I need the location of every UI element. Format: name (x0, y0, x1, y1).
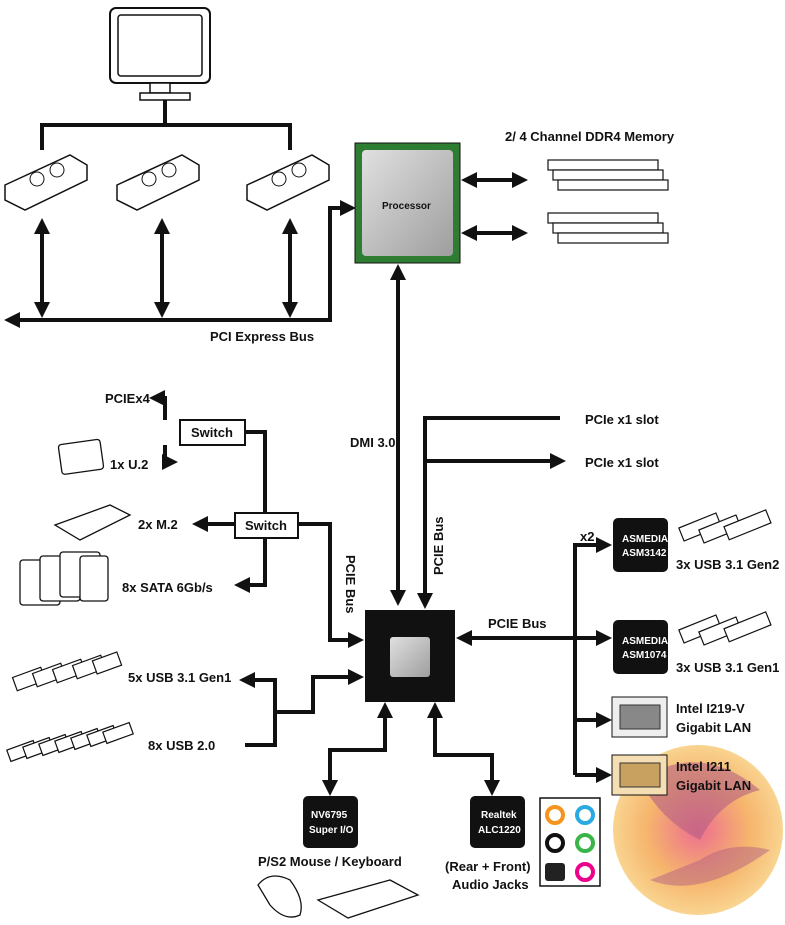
usb-gen1-label: 5x USB 3.1 Gen1 (128, 670, 231, 685)
chip-line2: ASM1074 (622, 650, 667, 661)
mouse-keyboard-icon (257, 875, 420, 919)
monitor-icon (109, 7, 211, 101)
audio-jack (575, 833, 595, 853)
lan1-type: Gigabit LAN (676, 720, 751, 735)
audio-jacks-icon (539, 797, 601, 887)
usb-stick-icons (6, 651, 134, 763)
audio-label-1: (Rear + Front) (445, 859, 531, 874)
pci-express-bus-label: PCI Express Bus (210, 329, 314, 344)
chip-line1: Realtek (481, 810, 517, 821)
pcie-slot-label: PCIe x1 slot (585, 412, 659, 427)
ethernet-port-icon (611, 696, 668, 738)
m2-label: 2x M.2 (138, 517, 178, 532)
audio-jack (545, 833, 565, 853)
pch-label: X299 PCH (385, 617, 432, 628)
x299-pch-chip: X299 PCH (365, 610, 455, 702)
switch-box (234, 512, 299, 539)
pcie-bus-label-right: PCIE Bus (488, 616, 547, 631)
x2-label: x2 (580, 529, 594, 544)
storage-device-icons (19, 438, 132, 606)
audio-jack (575, 862, 595, 882)
pcie-bus-label-top: PCIE Bus (431, 516, 446, 575)
usb2-label: 8x USB 2.0 (148, 738, 215, 753)
chip-line2: ASM3142 (622, 548, 667, 559)
pcie-bus-label-left: PCIE Bus (343, 555, 358, 614)
audio-jack (545, 805, 565, 825)
processor: Processor (354, 142, 461, 264)
lan1-name: Intel I219-V (676, 701, 745, 716)
chip-line2: ALC1220 (478, 825, 521, 836)
switch-label: Switch (245, 518, 287, 533)
processor-label: Processor (382, 201, 431, 212)
lan2-type: Gigabit LAN (676, 778, 751, 793)
audio-jack (575, 805, 595, 825)
asm1074-chip: ASMEDIA ASM1074 (613, 620, 668, 674)
switch-label: Switch (191, 425, 233, 440)
pciex4-label: PCIEx4 (105, 391, 151, 406)
realtek-audio-chip: Realtek ALC1220 (470, 796, 525, 848)
dmi-label: DMI 3.0 (350, 435, 396, 450)
usb-stick-icons-right (678, 509, 772, 646)
u2-label: 1x U.2 (110, 457, 148, 472)
super-io-chip: NV6795 Super I/O (303, 796, 358, 848)
pcie-slot-label: PCIe x1 slot (585, 455, 659, 470)
graphics-card-icons (4, 154, 330, 211)
ethernet-port-icon (611, 754, 668, 796)
chip-line1: ASMEDIA (622, 534, 668, 545)
sata-label: 8x SATA 6Gb/s (122, 580, 213, 595)
chip-line1: NV6795 (311, 810, 348, 821)
audio-label-2: Audio Jacks (452, 877, 529, 892)
chip-line2: Super I/O (309, 825, 354, 836)
usb-gen1-right-label: 3x USB 3.1 Gen1 (676, 660, 779, 675)
lan2-name: Intel I211 (676, 759, 731, 774)
ps2-label: P/S2 Mouse / Keyboard (258, 854, 402, 869)
memory-module-icons (547, 159, 669, 244)
asm3142-chip: ASMEDIA ASM3142 (613, 518, 668, 572)
memory-label: 2/ 4 Channel DDR4 Memory (505, 129, 675, 144)
usb-gen2-label: 3x USB 3.1 Gen2 (676, 557, 779, 572)
switch-box (179, 419, 246, 446)
chip-line1: ASMEDIA (622, 636, 668, 647)
